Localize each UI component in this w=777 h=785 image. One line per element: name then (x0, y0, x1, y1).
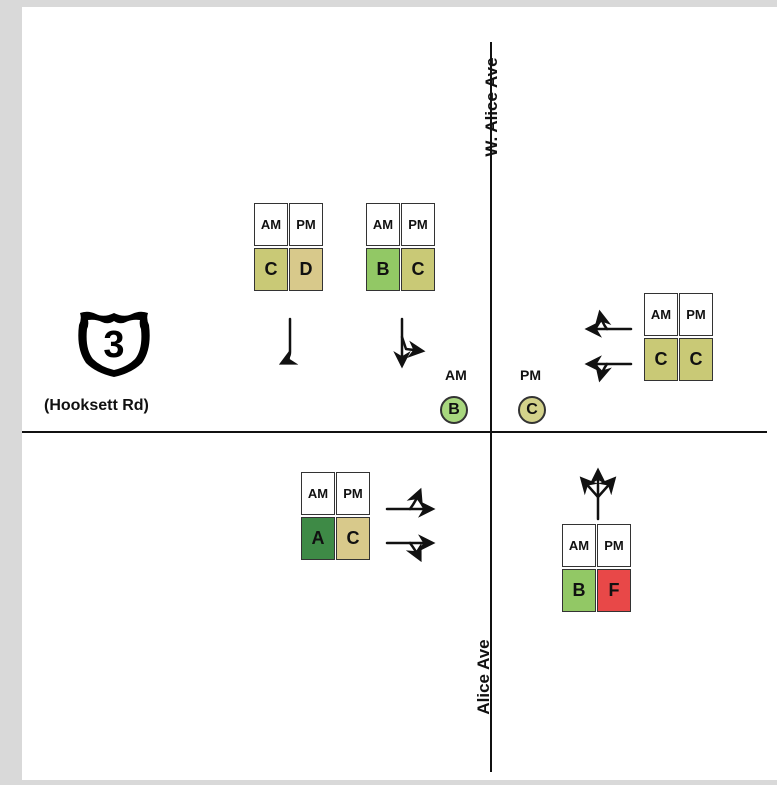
los-box-eastbound: AM PM A C (301, 472, 373, 562)
pm-header: PM (597, 524, 631, 567)
route-name-label: (Hooksett Rd) (44, 397, 149, 414)
westbound-left-arrow-icon (594, 309, 612, 331)
pm-grade: F (597, 569, 631, 612)
westbound-right-arrow-icon (594, 362, 612, 383)
los-box-westbound: AM PM C C (644, 293, 716, 383)
intersection-am-label: AM (445, 367, 467, 383)
am-header: AM (644, 293, 678, 336)
pm-grade: D (289, 248, 323, 291)
am-grade: B (366, 248, 400, 291)
intersection-pm-label: PM (520, 367, 541, 383)
southbound-right-arrow-icon (400, 335, 426, 358)
am-header: AM (254, 203, 288, 246)
pm-grade: C (336, 517, 370, 560)
los-box-northbound: AM PM B F (562, 524, 634, 614)
am-grade: A (301, 517, 335, 560)
am-header: AM (562, 524, 596, 567)
pm-header: PM (336, 472, 370, 515)
alice-ave-line (490, 42, 492, 772)
movement-arrows (278, 309, 633, 563)
pm-header: PM (289, 203, 323, 246)
route-number: 3 (103, 324, 124, 366)
northbound-left-arrow-icon (579, 476, 600, 499)
hooksett-rd-line (22, 431, 767, 433)
am-grade: B (562, 569, 596, 612)
am-header: AM (301, 472, 335, 515)
am-header: AM (366, 203, 400, 246)
eastbound-right-arrow-icon (405, 541, 422, 563)
los-box-southbound-through-right: AM PM B C (366, 203, 438, 293)
am-grade: C (254, 248, 288, 291)
pm-header: PM (679, 293, 713, 336)
pm-header: PM (401, 203, 435, 246)
northbound-right-arrow-icon (596, 476, 617, 499)
los-box-southbound-left: AM PM C D (254, 203, 326, 293)
us-route-shield-icon: 3 (74, 309, 154, 384)
eastbound-left-arrow-icon (406, 487, 423, 511)
am-grade: C (644, 338, 678, 381)
southbound-left-arrow-icon (278, 317, 299, 365)
pm-grade: C (679, 338, 713, 381)
intersection-am-circle: B (440, 396, 468, 424)
diagram-canvas: W. Alice Ave Alice Ave 3 (Hooksett Rd) A… (22, 7, 777, 780)
intersection-pm-circle: C (518, 396, 546, 424)
pm-grade: C (401, 248, 435, 291)
